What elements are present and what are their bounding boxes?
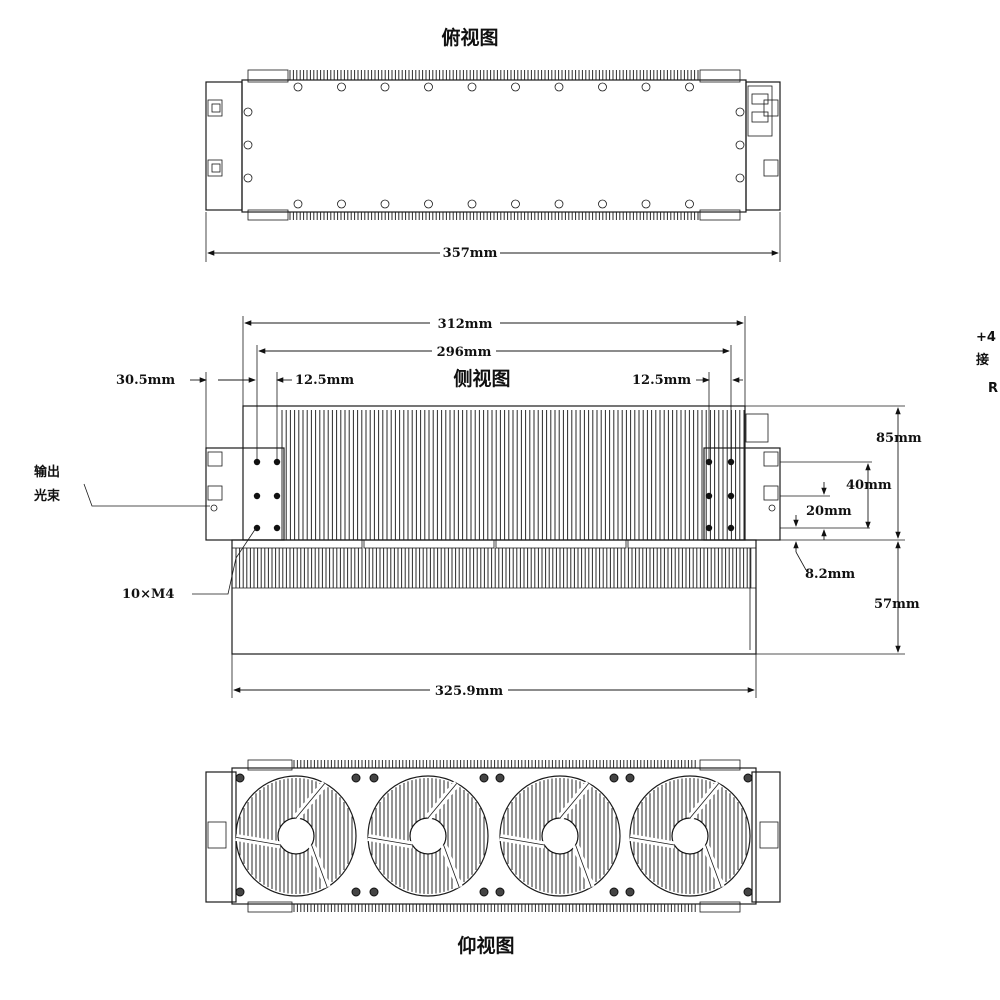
bottom-view <box>205 759 781 913</box>
dim-edge-offset: 30.5mm <box>116 373 175 388</box>
bottom-view-body <box>231 767 757 905</box>
dim-height-20: 20mm <box>806 504 852 519</box>
label-output-beam-2: 光束 <box>33 488 61 504</box>
note-clipped-2: 接 <box>976 352 989 368</box>
top-view-body <box>241 79 747 213</box>
side-view-right-plate <box>703 447 781 541</box>
side-view-heatsink <box>242 405 746 541</box>
side-view: 312mm 296mm 侧视图 30.5mm 12.5mm 12.5mm <box>33 316 998 699</box>
dim-hole-offset-left: 12.5mm <box>295 373 354 388</box>
dim-fan-length: 325.9mm <box>435 684 503 699</box>
top-view-connector <box>747 85 773 137</box>
top-view-title: 俯视图 <box>441 26 498 49</box>
top-view-fins-lower <box>289 212 699 220</box>
dim-hole-offset-right: 12.5mm <box>632 373 691 388</box>
label-screws: 10×M4 <box>122 587 174 602</box>
side-view-fins <box>281 410 745 540</box>
side-view-left-plate <box>205 447 285 541</box>
dim-fan-height: 57mm <box>874 597 920 612</box>
bottom-view-fins-upper <box>293 760 696 768</box>
side-view-title: 侧视图 <box>453 367 510 390</box>
dim-mount-span: 296mm <box>437 345 492 360</box>
bottom-view-screws <box>235 773 753 897</box>
top-view-fins-upper <box>289 70 699 80</box>
top-view-left-flange <box>205 81 243 211</box>
side-view-mount-holes <box>253 458 735 532</box>
top-view-right-flange <box>745 81 781 211</box>
bottom-view-right-flange <box>751 771 781 903</box>
dim-overall-length: 357mm <box>443 246 498 261</box>
bottom-view-fans <box>235 775 751 897</box>
dim-height-total: 85mm <box>876 431 922 446</box>
top-view-screws <box>243 82 745 209</box>
dim-height-40: 40mm <box>846 478 892 493</box>
label-output-beam-1: 输出 <box>34 464 60 480</box>
bottom-view-title: 仰视图 <box>457 934 514 957</box>
side-view-fan-fins <box>235 548 752 588</box>
dim-body-length: 312mm <box>438 317 493 332</box>
note-clipped-3: R <box>988 381 998 396</box>
side-view-fan-module <box>231 539 757 655</box>
top-view: 357mm <box>205 69 781 262</box>
dim-height-8-2: 8.2mm <box>805 567 855 582</box>
bottom-view-fins-lower <box>293 904 696 912</box>
note-clipped-1: +4 <box>976 330 996 345</box>
